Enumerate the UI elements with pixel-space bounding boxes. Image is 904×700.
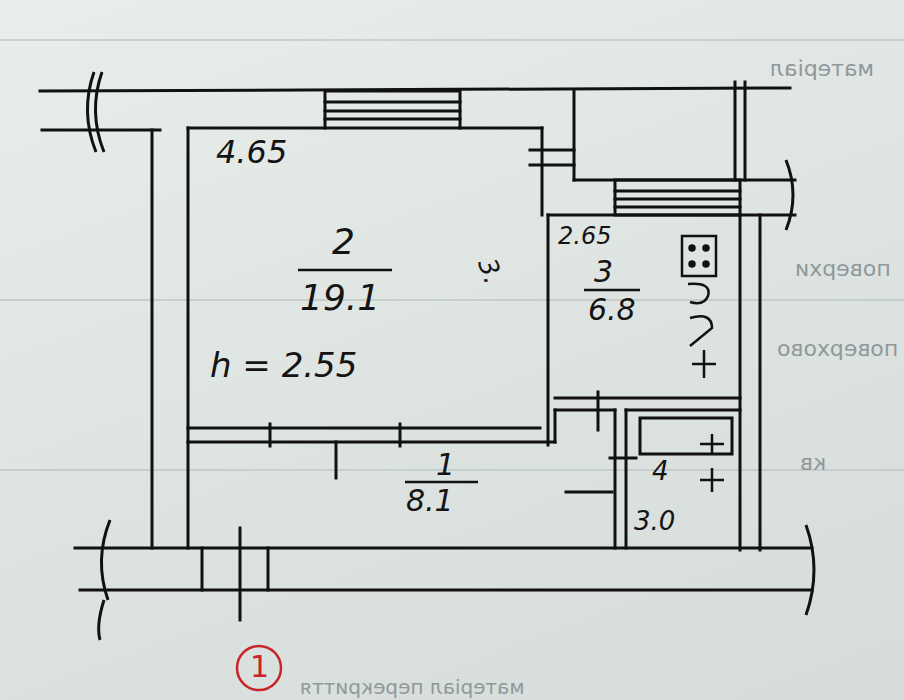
walls [40, 82, 812, 620]
room-value: 6.8 [588, 295, 636, 325]
show-through-text: поверхово [777, 338, 898, 360]
show-through-text: поверхи [795, 258, 891, 280]
room: 43.0 [630, 413, 738, 546]
kitchen-fixtures [682, 236, 724, 492]
show-through-text: кв [800, 452, 826, 474]
room-number: 3 [594, 257, 613, 287]
sheet-number: 1 [250, 652, 269, 682]
room-value: 19.1 [300, 280, 380, 316]
dimension-label: 4.65 [216, 136, 287, 168]
room-value: 8.1 [406, 486, 454, 516]
form-lines [0, 40, 904, 470]
dimension-label: 3. [474, 255, 507, 287]
room-value: h = 2.55 [210, 348, 357, 382]
room-number: 2 [332, 224, 355, 260]
callout-circle [237, 646, 281, 690]
room-number: 1 [436, 450, 455, 480]
break-brackets [87, 72, 814, 640]
show-through-text: матеріал [770, 58, 874, 80]
room-value: 3.0 [634, 508, 675, 534]
dimension-label: 2.65 [558, 224, 611, 248]
room-number: 4 [652, 458, 669, 484]
room: 18.1 [192, 446, 612, 546]
show-through-text: матеріал перекриття [300, 677, 524, 697]
